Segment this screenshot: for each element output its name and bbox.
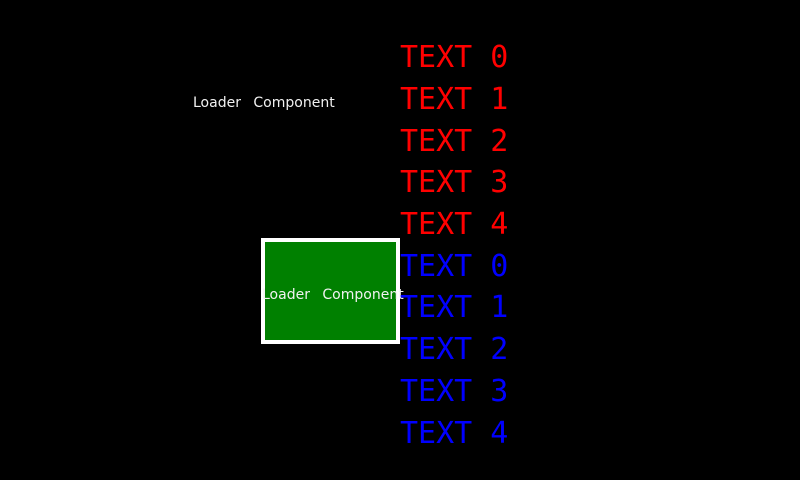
text-list: TEXT 0 TEXT 1 TEXT 2 TEXT 3 TEXT 4 TEXT … bbox=[400, 37, 508, 454]
list-item[interactable]: TEXT 4 bbox=[400, 207, 509, 243]
loader-box-label: Loader Component bbox=[262, 287, 404, 303]
list-item[interactable]: TEXT 0 bbox=[400, 40, 509, 76]
list-item[interactable]: TEXT 3 bbox=[400, 373, 509, 409]
loader-component-label: Loader Component bbox=[193, 95, 335, 111]
list-item[interactable]: TEXT 2 bbox=[400, 123, 509, 159]
list-item[interactable]: TEXT 3 bbox=[400, 165, 509, 201]
list-item[interactable]: TEXT 2 bbox=[400, 332, 509, 368]
list-item[interactable]: TEXT 1 bbox=[400, 290, 509, 326]
loader-component-box: Loader Component bbox=[261, 238, 404, 344]
list-item[interactable]: TEXT 1 bbox=[400, 82, 509, 118]
list-item[interactable]: TEXT 4 bbox=[400, 415, 509, 451]
list-item[interactable]: TEXT 0 bbox=[400, 248, 509, 284]
